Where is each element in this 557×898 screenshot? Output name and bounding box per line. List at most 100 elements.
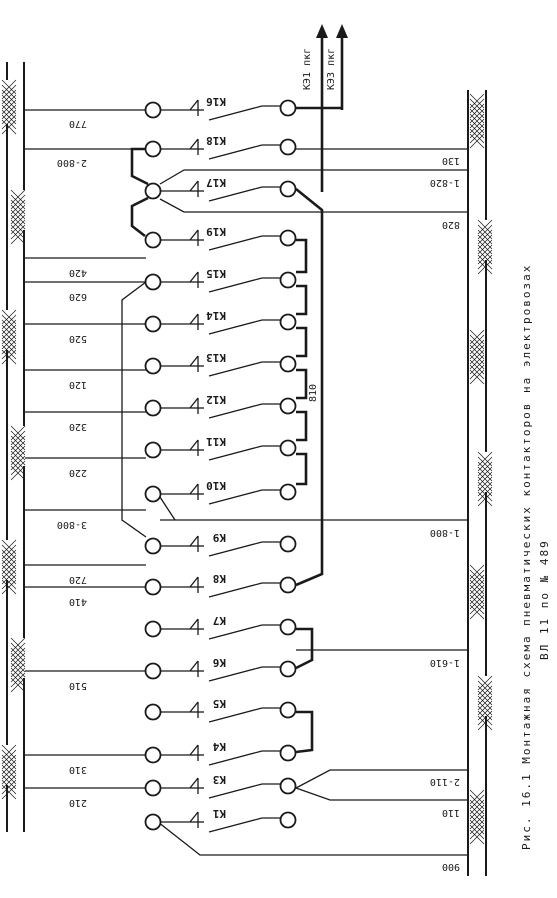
left-wire-label: 210 (69, 797, 87, 808)
right-rail-hatch-stroke (469, 123, 485, 139)
left-rail-hatch-bg (11, 426, 25, 466)
left-terminal (144, 182, 162, 200)
right-rail-hatch-stroke (469, 594, 485, 610)
right-wire (159, 198, 468, 213)
right-rail-hatch-stroke (469, 589, 485, 605)
right-rail-hatch-stroke (477, 486, 493, 502)
jumper (130, 196, 149, 238)
left-terminal (144, 813, 162, 831)
right-rail-hatch-stroke (469, 334, 485, 350)
right-rail-hatch-bg (470, 330, 484, 370)
left-terminal (144, 620, 162, 638)
jumper (295, 710, 314, 754)
right-rail-hatch-stroke (469, 799, 485, 815)
right-wire-label: 1-610 (430, 657, 460, 668)
left-rail-hatch-stroke (10, 214, 26, 230)
right-rail-hatch-stroke (469, 829, 485, 845)
arrow-icon (336, 24, 348, 38)
contactor-label: К12 (206, 393, 226, 406)
left-wire-label: 720 (69, 574, 87, 585)
right-wire-label: 1-800 (430, 527, 460, 538)
right-wire-label: 820 (442, 219, 460, 230)
right-terminal (279, 777, 297, 795)
contactor (144, 701, 297, 723)
left-rail-hatch-stroke (10, 662, 26, 678)
contactor-label: К5 (213, 697, 226, 710)
left-wire-label: 410 (69, 596, 87, 607)
left-rail-hatch-stroke (1, 339, 17, 355)
left-rail-hatch-stroke (10, 652, 26, 668)
right-terminal (279, 180, 297, 198)
left-rail-hatch-stroke (10, 465, 26, 481)
contactor-label: К3 (213, 773, 226, 786)
right-wire-label: 2-110 (430, 776, 460, 787)
right-rail-hatch (469, 564, 485, 620)
coil-mark (189, 99, 199, 111)
left-rail-hatch-stroke (10, 209, 26, 225)
left-rail-hatch-stroke (1, 309, 17, 325)
right-wire-label: 1-820 (430, 177, 460, 188)
contactor-label: К17 (206, 176, 226, 189)
left-rail-hatch-bg (11, 638, 25, 678)
left-rail-hatch-stroke (10, 219, 26, 235)
right-rail-hatch-stroke (477, 700, 493, 716)
left-rail-hatch-bg (11, 190, 25, 230)
left-terminal (144, 273, 162, 291)
left-terminal (144, 578, 162, 596)
coil-mark (189, 811, 199, 823)
left-rail-hatch-stroke (1, 764, 17, 780)
right-rail-hatch-stroke (469, 359, 485, 375)
left-rail-hatch (1, 79, 17, 135)
contactor (144, 355, 297, 377)
right-rail-hatch-stroke (469, 824, 485, 840)
left-rail-hatch-stroke (10, 224, 26, 240)
left-rail-hatch-stroke (10, 194, 26, 210)
right-rail-hatch-stroke (477, 259, 493, 275)
right-rail-hatch-stroke (469, 98, 485, 114)
right-wire-label: 130 (442, 155, 460, 166)
right-rail-hatch-stroke (469, 118, 485, 134)
left-rail-hatch-stroke (10, 672, 26, 688)
left-rail-hatch-stroke (1, 784, 17, 800)
right-rail-hatch-stroke (477, 451, 493, 467)
left-rail-hatch-stroke (1, 749, 17, 765)
left-rail-hatch-stroke (1, 319, 17, 335)
right-terminal (279, 99, 297, 117)
right-rail-hatch-stroke (477, 680, 493, 696)
left-terminal (144, 441, 162, 459)
center-wire-label: 810 (308, 384, 319, 402)
right-rail-hatch-stroke (469, 329, 485, 345)
coil-mark (189, 229, 199, 241)
contactor (144, 439, 297, 461)
right-rail-hatch-stroke (477, 471, 493, 487)
right-wire (159, 169, 468, 185)
contactor (144, 138, 297, 160)
right-rail-hatch-stroke (477, 481, 493, 497)
left-wire-label: 2-800 (57, 157, 87, 168)
right-rail-hatch-stroke (469, 133, 485, 149)
left-rail-hatch (1, 309, 17, 365)
right-rail-hatch-bg (478, 220, 492, 260)
left-rail-hatch-stroke (10, 229, 26, 245)
left-rail-hatch-stroke (1, 99, 17, 115)
right-terminal (279, 483, 297, 501)
jumper (296, 326, 308, 358)
right-rail-hatch-bg (470, 565, 484, 605)
right-rail-hatch-stroke (477, 491, 493, 507)
left-terminal (144, 140, 162, 158)
contactor (144, 229, 297, 251)
contact-blade (208, 582, 263, 598)
common-wire (295, 187, 324, 587)
right-rail-hatch-stroke (477, 229, 493, 245)
right-rail-hatch-stroke (469, 794, 485, 810)
contactor-label: К11 (206, 435, 226, 448)
left-rail-hatch-stroke (1, 109, 17, 125)
left-wire-label: 220 (69, 467, 87, 478)
left-rail-hatch-stroke (1, 564, 17, 580)
right-rail-hatch-stroke (477, 466, 493, 482)
right-rail-hatch-stroke (469, 584, 485, 600)
left-rail-hatch-bg (2, 310, 16, 350)
contact-blade (208, 403, 263, 419)
left-rail-hatch-stroke (10, 430, 26, 446)
left-rail-hatch-stroke (1, 334, 17, 350)
